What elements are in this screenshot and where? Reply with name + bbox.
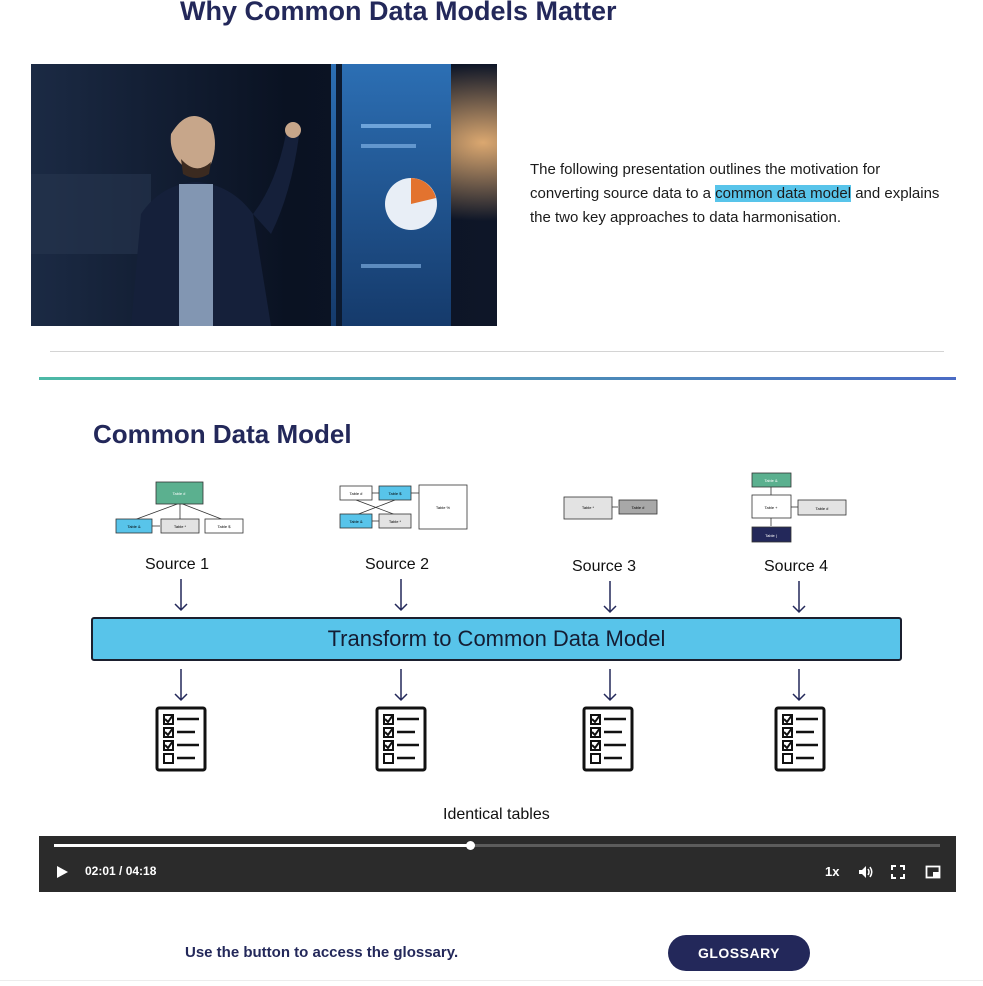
mini-table-label: Table *	[389, 519, 402, 524]
volume-icon[interactable]	[857, 864, 875, 880]
mini-table-label: Table #	[350, 491, 364, 496]
arrow-down-icon	[792, 669, 806, 702]
arrow-down-icon	[174, 669, 188, 702]
source-3-diagram: Table * Table #	[563, 496, 658, 520]
transform-box: Transform to Common Data Model	[91, 617, 902, 661]
progress-track[interactable]	[54, 841, 940, 850]
mini-table-label: Table #	[632, 505, 646, 510]
identical-tables-label: Identical tables	[443, 806, 550, 823]
arrow-down-icon	[174, 579, 188, 612]
picture-in-picture-icon[interactable]	[925, 864, 941, 880]
source-4-diagram: Table & Table + Table # Table |	[751, 472, 847, 543]
hero-image	[31, 64, 497, 326]
checklist-icon	[375, 706, 427, 772]
checklist-icon	[582, 706, 634, 772]
source-label: Source 4	[764, 558, 829, 575]
gradient-divider	[39, 377, 956, 380]
progress-fill	[54, 844, 471, 847]
divider	[0, 980, 983, 981]
intro-text-part: and explains the two key approaches to d…	[530, 185, 940, 226]
mini-table-label: Table $	[389, 491, 403, 496]
glossary-term-highlight[interactable]: common data model	[715, 185, 852, 202]
checklist-icon	[155, 706, 207, 772]
mini-table-label: Table #	[173, 491, 187, 496]
video-player-controls: 02:01 / 04:18 1x	[39, 836, 956, 892]
divider	[50, 351, 944, 352]
source-label: Source 2	[365, 556, 430, 573]
source-label: Source 3	[572, 558, 637, 575]
fullscreen-icon[interactable]	[890, 864, 906, 880]
arrow-down-icon	[603, 669, 617, 702]
arrow-down-icon	[792, 581, 806, 614]
intro-text-part: The following presentation outlines the …	[530, 161, 881, 202]
mini-table-label: Table *	[174, 524, 187, 529]
slide-title: Common Data Model	[93, 419, 352, 449]
playback-speed-button[interactable]: 1x	[825, 864, 840, 879]
source-2-diagram: Table # Table $ Table % Table & Table *	[339, 484, 468, 530]
glossary-note: Use the button to access the glossary.	[185, 944, 459, 961]
arrow-down-icon	[394, 669, 408, 702]
progress-thumb[interactable]	[466, 841, 476, 850]
page-title: Why Common Data Models Matter	[180, 0, 617, 26]
arrow-down-icon	[394, 579, 408, 612]
mini-table-label: Table $	[218, 524, 232, 529]
mini-table-label: Table #	[816, 506, 830, 511]
mini-table-label: Table &	[349, 519, 363, 524]
source-1-diagram: Table # Table & Table * Table $	[115, 481, 244, 534]
mini-table-label: Table &	[127, 524, 141, 529]
mini-table-label: Table %	[436, 505, 451, 510]
mini-table-label: Table &	[764, 478, 778, 483]
checklist-icon	[774, 706, 826, 772]
glossary-button[interactable]: GLOSSARY	[668, 935, 810, 971]
mini-table-label: Table *	[582, 505, 595, 510]
arrow-down-icon	[603, 581, 617, 614]
mini-table-label: Table +	[764, 505, 778, 510]
intro-text: The following presentation outlines the …	[530, 158, 940, 230]
source-label: Source 1	[145, 556, 210, 573]
time-display: 02:01 / 04:18	[85, 864, 157, 878]
play-icon[interactable]	[54, 864, 70, 880]
mini-table-label: Table |	[765, 533, 777, 538]
